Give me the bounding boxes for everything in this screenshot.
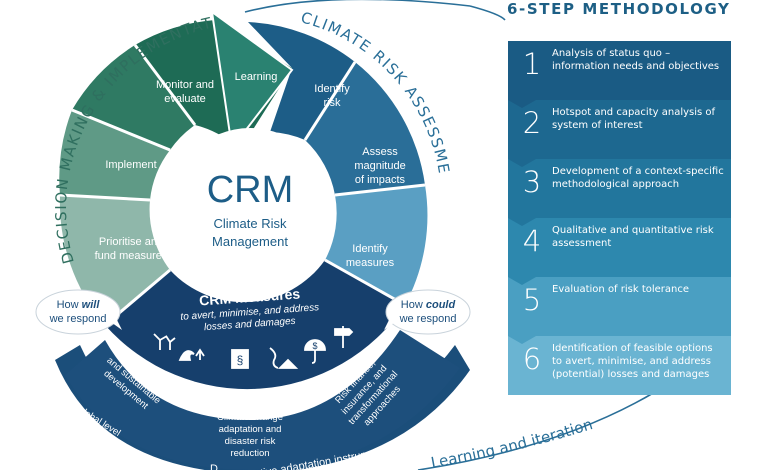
center-subtitle-1: Climate Risk: [214, 216, 287, 231]
feedback-arc-top: [244, 0, 471, 13]
assess-label-3: of impacts: [355, 174, 406, 186]
methodology-title: 6-STEP METHODOLOGY: [507, 0, 731, 18]
step-number: 5: [522, 283, 542, 317]
identify-risk-label-1: Identify: [314, 83, 350, 95]
identify-measures-label-1: Identify: [352, 243, 388, 255]
step-arrow-notch: [508, 100, 536, 108]
bottom-partial-label: D: [210, 463, 218, 470]
money-umbrella-icon: $: [304, 339, 326, 364]
learning-arrow: [210, 9, 294, 151]
svg-text:we respond: we respond: [399, 313, 457, 325]
bubble-left: How will we respond: [35, 289, 122, 335]
segment-identify-measures[interactable]: [325, 185, 428, 305]
prioritise-label-2: fund measures: [95, 250, 168, 262]
outer-measures-band-inner: [65, 330, 460, 470]
crm-cycle-diagram: DECISION MAKING & IMPLEMENTATION CLIMATE…: [0, 0, 471, 470]
methodology-step: 1 Analysis of status quo – information ne…: [508, 41, 731, 108]
center-circle: [168, 128, 332, 292]
wave-icon: [178, 348, 205, 361]
segment-monitor[interactable]: [72, 45, 195, 150]
step-text: Qualitative and quantitative risk assess…: [552, 225, 714, 249]
assess-label-1: Assess: [362, 146, 398, 158]
prioritise-label-1: Prioritise and: [99, 236, 163, 248]
cca-label-3: disaster risk: [225, 436, 276, 447]
svg-text:we respond: we respond: [49, 313, 107, 325]
step-arrow-notch: [508, 218, 536, 226]
cca-label-4: reduction: [230, 448, 269, 459]
learning-label: Learning: [235, 71, 278, 83]
identify-risk-label-2: risk: [323, 97, 341, 109]
step-arrow-notch: [508, 336, 536, 344]
step-text: Hotspot and capacity analysis of system …: [552, 107, 716, 131]
svg-text:How will: How will: [57, 299, 101, 311]
step-number: 4: [522, 224, 542, 258]
svg-text:$: $: [312, 341, 317, 351]
svg-text:How could: How could: [401, 299, 456, 311]
wind-turbine-icon: [153, 333, 176, 350]
center-subtitle-2: Management: [212, 234, 288, 249]
methodology-step: 3 Development of a context-specific metho…: [508, 159, 731, 226]
step-text: Analysis of status quo – information nee…: [552, 48, 720, 72]
crm-measures-title: CRM measures: [199, 285, 301, 308]
monitor-label-1: Monitor and: [156, 79, 214, 91]
monitor-label-2: evaluate: [164, 93, 206, 105]
methodology-step: 4 Qualitative and quantitative risk asses…: [508, 218, 731, 285]
step-number: 6: [522, 342, 542, 376]
step-text: Identification of feasible options to av…: [552, 343, 713, 380]
segment-crm-measures[interactable]: [105, 260, 405, 390]
signpost-icon: [334, 326, 354, 348]
methodology-step: 2 Hotspot and capacity analysis of system…: [508, 100, 731, 167]
step-number: 2: [522, 106, 542, 140]
document-icon: §: [231, 349, 249, 369]
center-title: CRM: [207, 169, 294, 211]
step-text: Evaluation of risk tolerance: [552, 284, 690, 295]
step-number: 1: [522, 47, 542, 81]
methodology-steps: 1 Analysis of status quo – information ne…: [508, 41, 731, 395]
step-text: Development of a context-specific method…: [552, 166, 724, 190]
bubble-right: How could we respond: [384, 289, 471, 335]
identify-measures-label-2: measures: [346, 257, 395, 269]
assess-label-2: magnitude: [354, 160, 405, 172]
implement-label: Implement: [105, 159, 156, 171]
house-storm-icon: [269, 347, 299, 369]
step-arrow-notch: [508, 159, 536, 167]
svg-text:§: §: [237, 353, 244, 367]
segment-implement[interactable]: [59, 110, 171, 200]
step-number: 3: [522, 165, 542, 199]
methodology-step: 5 Evaluation of risk tolerance: [508, 277, 731, 344]
segment-identify-risk[interactable]: [248, 22, 355, 140]
cca-label-1: Climate change: [217, 412, 283, 423]
methodology-step: 6 Identification of feasible options to a…: [508, 336, 731, 395]
step-arrow-notch: [508, 277, 536, 285]
cca-label-2: adaptation and: [219, 424, 282, 435]
